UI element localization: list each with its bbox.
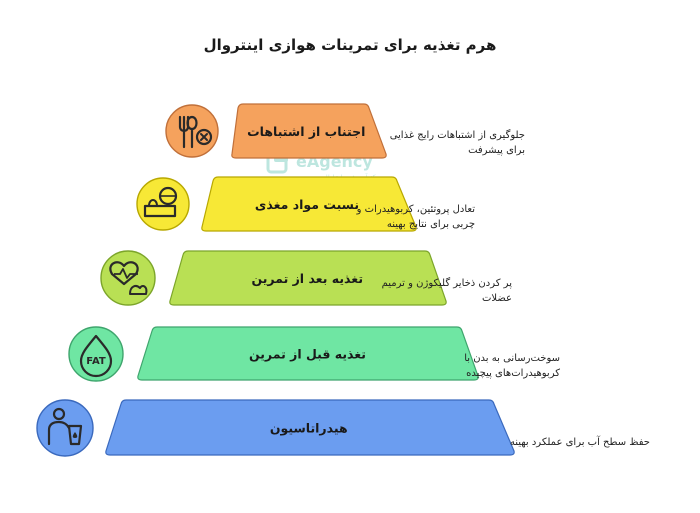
level-description-4: سوخت‌رسانی به بدن با کربوهیدرات‌های پیچید… [390,351,560,381]
description-line: عضلات [481,293,512,304]
description-line: تعادل پروتئین، کربوهیدرات و [356,204,475,215]
pyramid-segment-4 [137,326,479,381]
level-description-5: حفظ سطح آب برای عملکرد بهینه [480,435,650,450]
pyramid-level-3: تغذیه بعد از تمرین [100,250,447,306]
pyramid-label-2: نسبت مواد مغذی [255,197,359,212]
heart-muscle-icon [100,250,156,306]
description-line: برای پیشرفت [468,145,525,156]
fat-icon-label: FAT [86,356,106,367]
description-line: سوخت‌رسانی به بدن با [464,353,560,364]
level-description-1: جلوگیری از اشتباهات رایج غذایی برای پیشرف… [355,128,525,158]
fat-icon: FAT [68,326,124,382]
description-line: چربی برای نتایج بهینه [386,219,475,230]
level-description-3: پر کردن ذخایر گلیکوژن و ترمیم عضلات [342,276,512,306]
pyramid-level-1: اجتناب از اشتباهات [165,103,387,159]
pyramid-level-2: نسبت مواد مغذی [136,176,417,232]
scale-icon [136,177,190,231]
pyramid-segment-5 [105,399,515,456]
description-line: جلوگیری از اشتباهات رایج غذایی [389,130,525,141]
pyramid-segment-3 [169,250,447,306]
pyramid-label-4: تغذیه قبل از تمرین [249,347,366,362]
pyramid-segment-1 [231,103,387,159]
utensils-x-icon [165,104,219,158]
pyramid-label-3: تغذیه بعد از تمرین [251,271,363,286]
pyramid-label-1: اجتناب از اشتباهات [247,124,365,139]
diagram-title: هرم تغذیه برای تمرینات هوازی اینتروال [203,36,497,54]
description-line: حفظ سطح آب برای عملکرد بهینه [509,437,650,448]
pyramid-segment-2 [201,176,417,232]
pyramid-level-5: هیدراتاسیون [36,399,515,457]
pyramid-label-5: هیدراتاسیون [270,421,348,436]
level-description-2: تعادل پروتئین، کربوهیدرات و چربی برای نتا… [305,202,475,232]
person-drink-icon [36,399,94,457]
description-line: پر کردن ذخایر گلیکوژن و ترمیم [381,278,512,289]
description-line: کربوهیدرات‌های پیچیده [466,368,560,379]
pyramid-level-4: تغذیه قبل از تمرین FAT [68,326,479,382]
